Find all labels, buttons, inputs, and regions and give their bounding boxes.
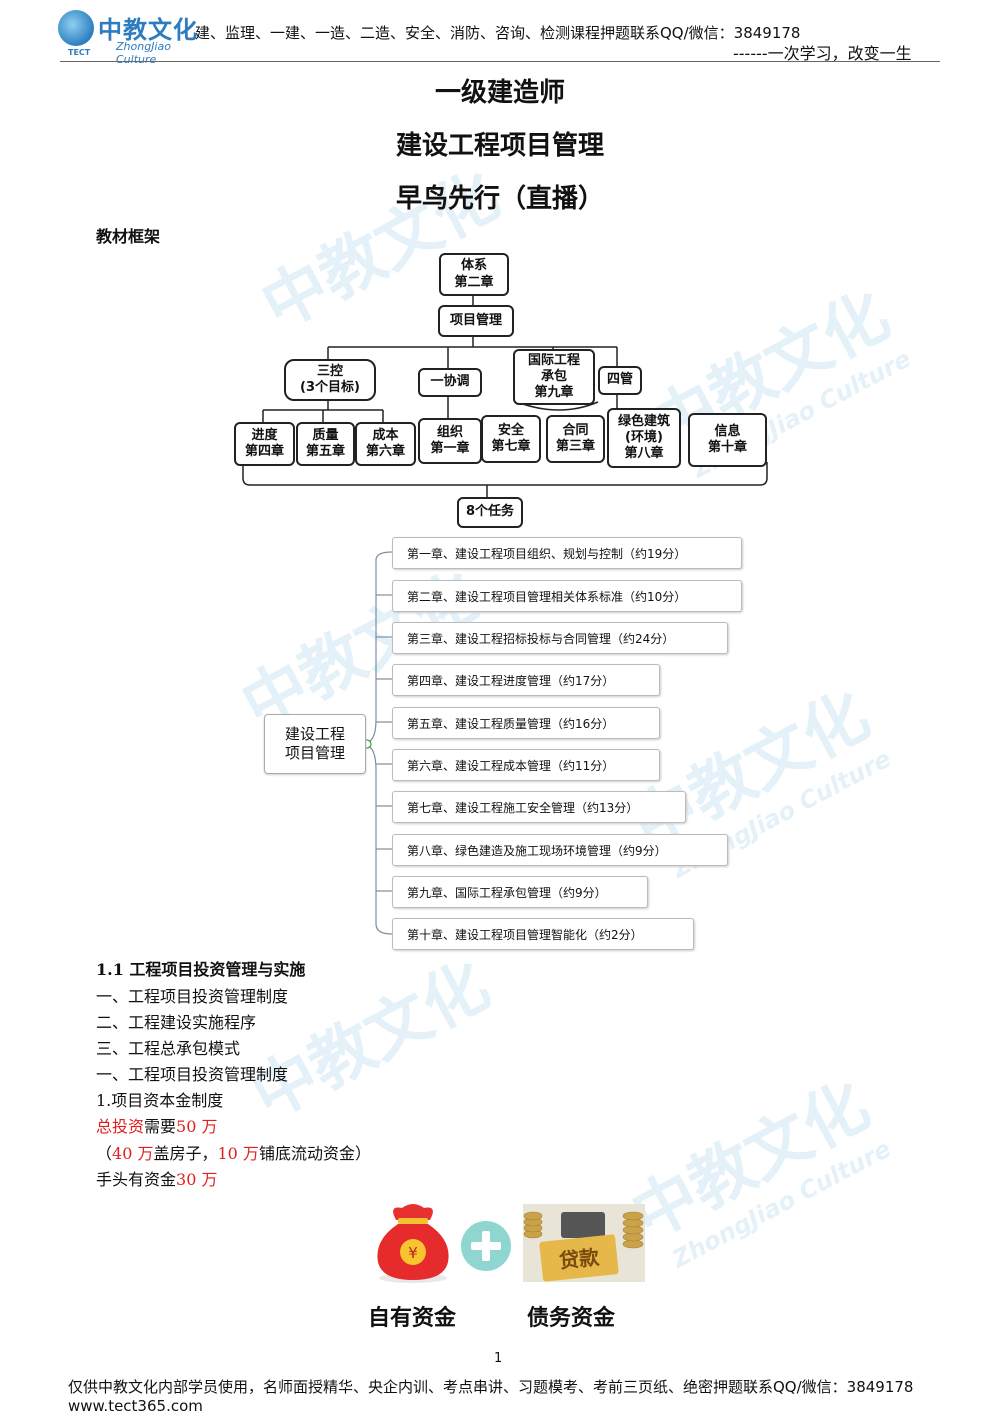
- body-line: 一、工程项目投资管理制度: [96, 987, 289, 1006]
- body-line-own-funds: 手头有资金30 万: [96, 1166, 217, 1190]
- bag-symbol: ¥: [408, 1244, 418, 1262]
- text: 需要: [144, 1117, 177, 1136]
- header-contact: 建、监理、一建、一造、二造、安全、消防、咨询、检测课程押题联系QQ/微信：384…: [195, 24, 801, 42]
- loan-text: 贷款: [558, 1245, 601, 1273]
- highlight: 总投资: [96, 1117, 145, 1136]
- org-box-international: 国际工程 承包 第九章: [513, 349, 595, 405]
- org-leaf: 安全 第七章: [481, 415, 541, 463]
- header-slogan: ------一次学习，改变一生: [733, 44, 912, 63]
- org-box-eight-tasks: 8个任务: [457, 497, 523, 528]
- page-number: 1: [494, 1351, 503, 1366]
- logo: 中教文化 ZhongJiao Culture TECT: [58, 8, 208, 66]
- mindmap-item: 第九章、国际工程承包管理（约9分）: [392, 876, 648, 908]
- mindmap-item: 第七章、建设工程施工安全管理（约13分）: [392, 791, 686, 823]
- body-line-breakdown: （40 万盖房子，10 万铺底流动资金）: [96, 1140, 371, 1164]
- org-leaf: 合同 第三章: [546, 415, 605, 463]
- body-line: 1.项目资本金制度: [96, 1091, 224, 1110]
- mindmap-item: 第三章、建设工程招标投标与合同管理（约24分）: [392, 622, 728, 654]
- mindmap-item: 第一章、建设工程项目组织、规划与控制（约19分）: [392, 537, 742, 569]
- doc-title-3: 早鸟先行（直播）: [395, 184, 604, 214]
- mindmap-root: 建设工程 项目管理: [264, 714, 366, 774]
- org-leaf: 进度 第四章: [234, 422, 295, 466]
- body-line: 二、工程建设实施程序: [96, 1013, 257, 1032]
- org-box-system: 体系 第二章: [439, 253, 509, 296]
- text: 铺底流动资金）: [258, 1144, 371, 1163]
- mindmap-item: 第六章、建设工程成本管理（约11分）: [392, 749, 660, 781]
- text: （: [96, 1144, 113, 1163]
- highlight: 40 万: [112, 1144, 154, 1163]
- org-box-coordination: 一协调: [418, 368, 482, 397]
- logo-globe-icon: [58, 10, 94, 46]
- highlight: 50 万: [176, 1117, 218, 1136]
- mindmap-item: 第二章、建设工程项目管理相关体系标准（约10分）: [392, 580, 742, 612]
- doc-title-2: 建设工程项目管理: [395, 131, 604, 161]
- body-line: 三、工程总承包模式: [96, 1039, 241, 1058]
- plus-icon: [461, 1221, 511, 1271]
- watermark-en: ZhongJiao Culture: [667, 1134, 896, 1274]
- mindmap-item: 第四章、建设工程进度管理（约17分）: [392, 664, 660, 696]
- org-leaf: 质量 第五章: [296, 422, 355, 466]
- org-box-three-controls: 三控 (3个目标): [284, 359, 376, 401]
- body-line-total-investment: 总投资需要50 万: [96, 1113, 217, 1137]
- mindmap-item: 第十章、建设工程项目管理智能化（约2分）: [392, 918, 694, 950]
- org-box-four-management: 四管: [598, 366, 642, 395]
- caption-own-funds: 自有资金: [368, 1306, 457, 1331]
- org-chart-connectors: [242, 294, 768, 497]
- footer-text: 仅供中教文化内部学员使用，名师面授精华、央企内训、考点串讲、习题模考、考前三页纸…: [68, 1378, 914, 1415]
- org-leaf: 组织 第一章: [418, 418, 482, 464]
- org-leaf: 成本 第六章: [355, 422, 416, 466]
- org-box-project: 项目管理: [438, 305, 514, 337]
- org-leaf: 绿色建筑 (环境) 第八章: [607, 408, 681, 468]
- logo-subtitle: ZhongJiao Culture: [116, 40, 171, 66]
- highlight: 10 万: [217, 1144, 259, 1163]
- text: 盖房子，: [153, 1144, 218, 1163]
- mindmap-connectors: [362, 551, 393, 935]
- mindmap-item: 第五章、建设工程质量管理（约16分）: [392, 707, 660, 739]
- doc-title-1: 一级建造师: [434, 78, 565, 108]
- watermark: 中教文化: [620, 1068, 882, 1255]
- loan-image: 贷款: [523, 1204, 645, 1282]
- logo-tect: TECT: [68, 48, 91, 57]
- section-heading: 1.1 工程项目投资管理与实施: [96, 960, 306, 979]
- org-leaf: 信息 第十章: [688, 413, 767, 467]
- body-line: 一、工程项目投资管理制度: [96, 1065, 289, 1084]
- money-bag-icon: ¥: [377, 1204, 449, 1283]
- section-label: 教材框架: [96, 227, 161, 246]
- caption-debt-funds: 债务资金: [527, 1306, 616, 1331]
- header-divider: [60, 61, 940, 62]
- mindmap-item: 第八章、绿色建造及施工现场环境管理（约9分）: [392, 834, 728, 866]
- highlight: 30 万: [176, 1170, 218, 1189]
- text: 手头有资金: [96, 1170, 177, 1189]
- logo-text: 中教文化: [98, 16, 198, 44]
